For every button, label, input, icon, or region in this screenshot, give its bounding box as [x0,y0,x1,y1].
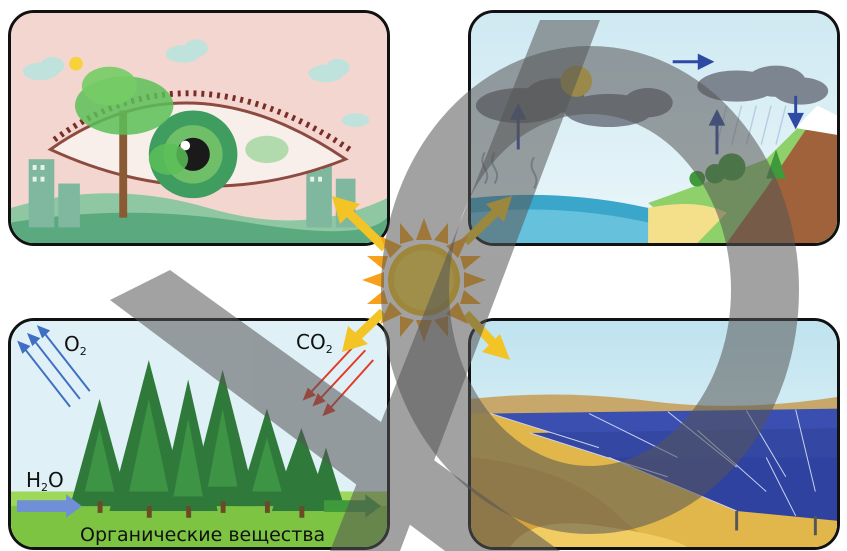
water-cycle-illustration [471,13,837,243]
co2-subscript: 2 [325,343,333,356]
h2o-arrow-icon [16,494,82,518]
o2-arrow-icon [17,325,91,408]
h2o-label: H2O [26,470,64,493]
solar-farm-illustration [471,321,837,547]
o2-subscript: 2 [79,345,87,358]
h2o-h-text: H [26,468,42,492]
organic-substances-label: Органические вещества [80,524,326,546]
small-sun-icon [69,56,83,71]
water-cycle-panel [468,10,840,246]
eye-panel [8,10,390,246]
eye-illustration [11,13,387,243]
small-sun-icon [560,65,593,97]
solar-panel-panel [468,318,840,550]
co2-text: CO [296,330,326,354]
o2-label: O2 [64,334,87,357]
co2-label: CO2 [296,332,333,355]
o2-text: O [64,332,80,356]
h2o-subscript: 2 [41,481,49,494]
h2o-o-text: O [48,468,64,492]
